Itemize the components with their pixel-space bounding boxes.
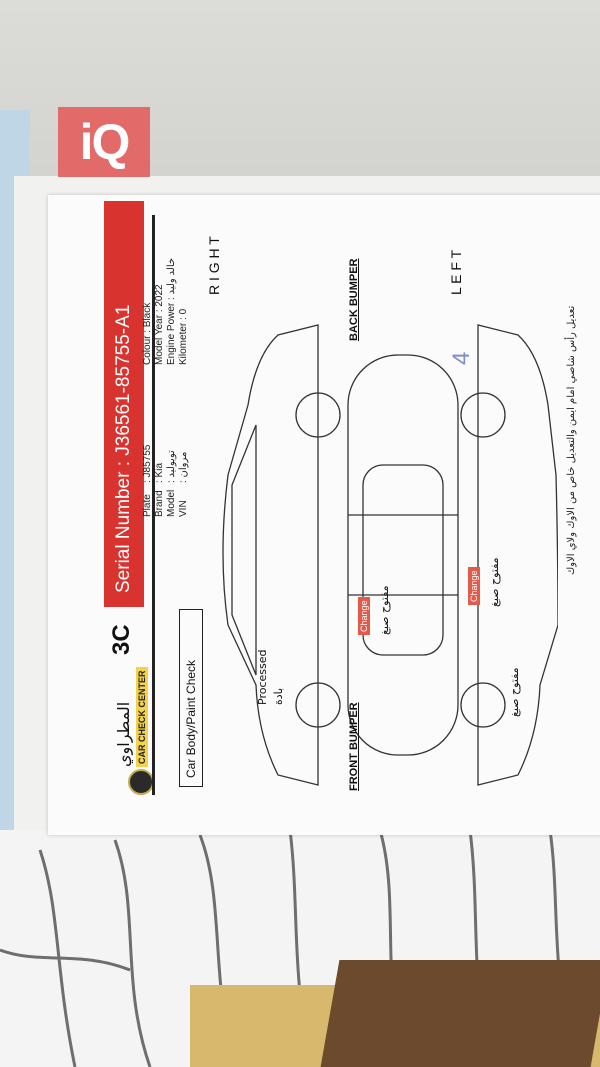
center-logo: المطراوي CAR CHECK CENTER 3C [96,615,168,795]
brand-value: : Kia [154,462,165,483]
right-side-car-outline [222,324,319,786]
model-value: : تويوليد [166,450,177,483]
model-year-spec: Model Year : 2022 [154,284,165,365]
serial-number-band: Serial Number : J36561-85755-A1 [104,201,144,607]
right-front-wheel [295,682,341,728]
plate-label: Plate [142,494,153,517]
front-bumper-label: FRONT BUMPER [348,702,360,791]
handwriting-front: مفتوح صبغ [378,585,391,635]
left-side-letters: L E F T [448,249,464,295]
colour-spec: Colour : Black [142,302,153,365]
left-side-car-outline [477,324,558,786]
right-rear-wheel [295,392,341,438]
left-rear-wheel [460,392,506,438]
handwriting-right: بادة [272,687,285,705]
brand-mark: 3C [108,624,135,655]
car-diagram [222,324,558,786]
kilometer-spec: Kilometer : 0 [178,308,189,365]
iq-watermark-logo: iQ [58,107,150,177]
handwriting-left: مفتوح صبغ [488,557,501,607]
inspection-sheet: المطراوي CAR CHECK CENTER 3C Serial Numb… [48,195,600,835]
vin-value: : مروان [178,451,189,483]
back-bumper-label: BACK BUMPER [348,258,360,342]
engine-power-spec: Engine Power : خالد وليد [166,257,177,365]
vehicle-values: : J85755 : Kia : تويوليد : مروان [142,445,190,483]
right-side-letters: R I G H T [206,236,222,295]
handwriting-left-front: مفتوح صبغ [508,667,521,717]
striped-fabric [0,830,600,1067]
vin-label: VIN [178,500,189,517]
processed-label: Processed [256,649,269,705]
change-tag-left: Change [468,567,480,605]
center-name-arabic: المطراوي [114,701,133,767]
change-tag-front: Change [358,597,370,635]
brown-board [320,960,600,1067]
model-label: Model [166,489,177,517]
rotated-sheet-content: المطراوي CAR CHECK CENTER 3C Serial Numb… [48,195,600,835]
footer-note: تعديل رأس شاصي امام ايمن والتعديل خاص من… [566,305,577,575]
plate-value: : J85755 [142,444,153,483]
center-name-english: CAR CHECK CENTER [136,667,148,767]
top-view-car-outline [347,354,459,756]
vehicle-specs: Colour : Black Model Year : 2022 Engine … [142,258,190,365]
vehicle-labels: Plate Brand Model VIN [142,490,190,517]
brand-label: Brand [154,490,165,517]
emblem-icon [128,769,154,795]
handwritten-digit: 4 [448,351,475,365]
left-front-wheel [460,682,506,728]
